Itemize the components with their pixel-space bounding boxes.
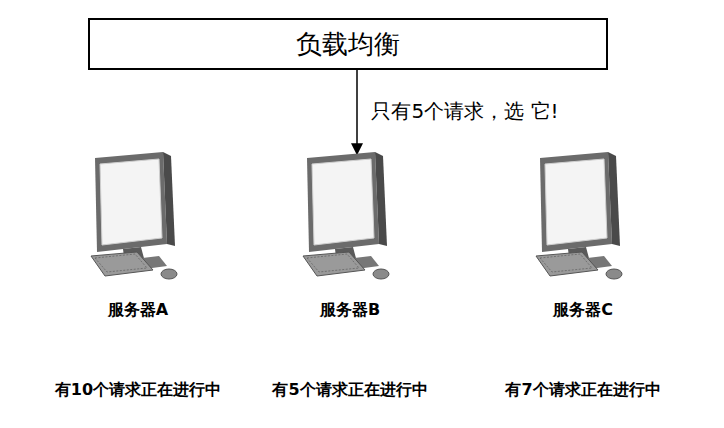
server-status: 有7个请求正在进行中 (473, 380, 693, 401)
edge-label: 只有5个请求，选 它! (365, 98, 565, 124)
box-title: 负载均衡 (296, 27, 400, 62)
server-name: 服务器B (240, 300, 460, 321)
server-status: 有10个请求正在进行中 (28, 380, 248, 401)
computer-icon (528, 152, 638, 282)
server-name: 服务器A (28, 300, 248, 321)
server-status: 有5个请求正在进行中 (240, 380, 460, 401)
arrow (356, 70, 358, 154)
computer-icon (83, 152, 193, 282)
server-node: 服务器C 有7个请求正在进行中 (473, 152, 693, 402)
server-node: 服务器B 有5个请求正在进行中 (240, 152, 460, 402)
computer-icon (295, 152, 405, 282)
server-node: 服务器A 有10个请求正在进行中 (28, 152, 248, 402)
balancer-box: 负载均衡 (88, 18, 608, 70)
server-name: 服务器C (473, 300, 693, 321)
